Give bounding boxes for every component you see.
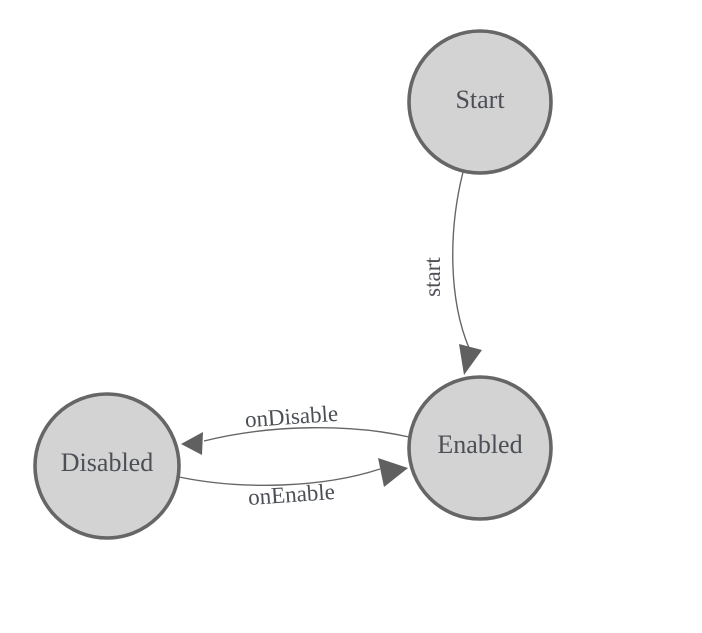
edge-disabled-to-enabled: onEnable	[178, 458, 408, 510]
disabled-node-circle	[33, 392, 181, 540]
start-node-circle	[407, 29, 553, 175]
enabled-node-circle	[407, 375, 553, 521]
edge-label-start: start	[420, 257, 445, 297]
disabled-node-label: Disabled	[61, 448, 153, 477]
edge-enabled-to-disabled: onDisable	[181, 401, 410, 455]
edge-start-to-enabled-line	[452, 171, 470, 349]
state-node-enabled: Enabled	[407, 375, 553, 521]
edge-label-on-enable: onEnable	[247, 479, 335, 510]
start-node-label: Start	[455, 85, 505, 114]
edge-start-to-enabled: start	[420, 171, 482, 375]
enabled-node-label: Enabled	[437, 430, 522, 459]
state-node-disabled: Disabled	[33, 392, 181, 540]
edge-disabled-to-enabled-arrowhead-icon	[378, 458, 408, 487]
edge-enabled-to-disabled-line	[203, 426, 410, 442]
state-node-start: Start	[407, 29, 553, 175]
edge-enabled-to-disabled-arrowhead-icon	[181, 432, 203, 455]
edge-start-to-enabled-arrowhead-icon	[459, 344, 482, 375]
edge-disabled-to-enabled-line	[178, 468, 381, 486]
